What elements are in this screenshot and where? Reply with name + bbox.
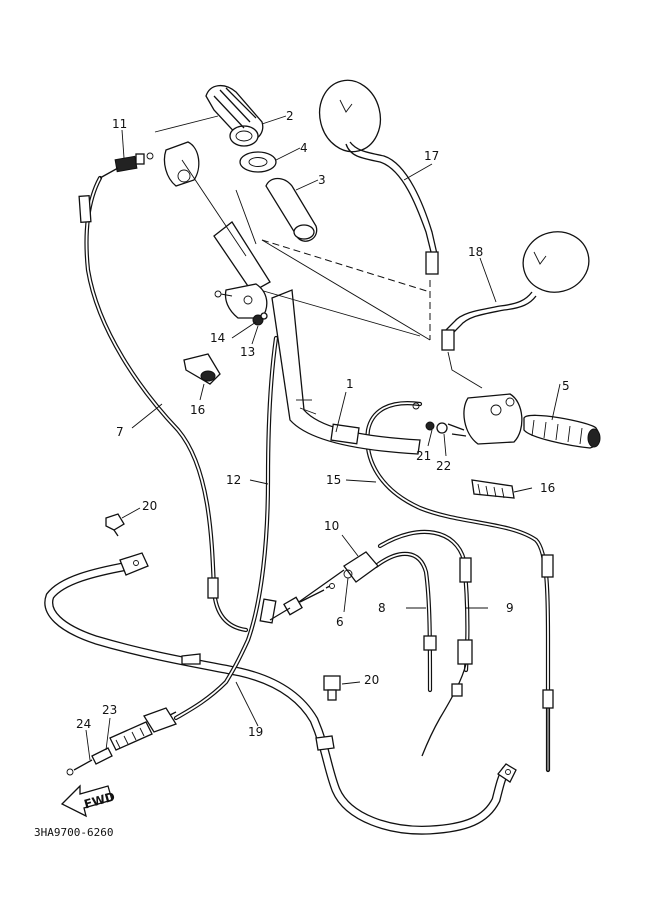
handlebar-1 <box>213 221 421 455</box>
callout-22: 22 <box>436 459 451 473</box>
callout-11: 11 <box>112 117 127 131</box>
callout-24: 24 <box>76 717 91 731</box>
callout-7: 7 <box>116 425 124 439</box>
throttle-grip-assembly <box>99 85 431 385</box>
callout-4: 4 <box>300 141 308 155</box>
callout-20-upper: 20 <box>142 499 157 513</box>
callout-10: 10 <box>324 519 339 533</box>
bolt-20-lower <box>323 675 341 701</box>
cable-15 <box>365 401 554 773</box>
callout-16-right: 16 <box>540 481 555 495</box>
callout-18: 18 <box>468 245 483 259</box>
mirror-18 <box>441 231 590 389</box>
callout-16-left: 16 <box>190 403 205 417</box>
leader-lines <box>85 115 561 761</box>
lower-cable-end <box>66 707 177 776</box>
right-grip-assembly <box>412 393 601 499</box>
callout-2: 2 <box>286 109 294 123</box>
fwd-arrow-icon: FWD <box>60 784 117 818</box>
junction-block <box>269 551 379 621</box>
callout-12: 12 <box>226 473 241 487</box>
lower-bar-frame <box>44 552 517 835</box>
callout-15: 15 <box>326 473 341 487</box>
callout-19: 19 <box>248 725 263 739</box>
callout-labels: 1 2 3 4 5 6 7 8 9 10 11 12 13 14 15 16 1… <box>76 109 570 739</box>
callout-5: 5 <box>562 379 570 393</box>
mirror-17 <box>318 79 439 275</box>
throttle-cable-7 <box>78 175 249 633</box>
bolt-20-upper <box>105 513 125 537</box>
callout-20-lower: 20 <box>364 673 379 687</box>
cable-12 <box>173 335 279 721</box>
drawing-code: 3HA9700-6260 <box>34 826 113 839</box>
callout-14: 14 <box>210 331 225 345</box>
callout-23: 23 <box>102 703 117 717</box>
callout-9: 9 <box>506 601 514 615</box>
callout-3: 3 <box>318 173 326 187</box>
cable-8 <box>373 551 437 693</box>
callout-1: 1 <box>346 377 354 391</box>
callout-8: 8 <box>378 601 386 615</box>
callout-6: 6 <box>336 615 344 629</box>
cable-9 <box>377 529 473 757</box>
callout-21: 21 <box>416 449 431 463</box>
callout-17: 17 <box>424 149 439 163</box>
callout-13: 13 <box>240 345 255 359</box>
